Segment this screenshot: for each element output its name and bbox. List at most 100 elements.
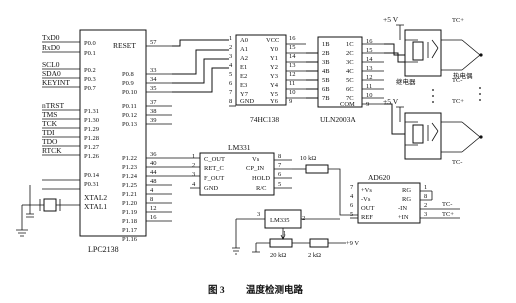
relay-2-coil	[412, 124, 424, 144]
mcu-name: LPC2138	[88, 245, 119, 254]
decoder-pinnum-2: 2	[229, 44, 232, 51]
decoder-pinnum-8: 8	[229, 98, 232, 105]
crystal-oscillator	[16, 179, 80, 237]
mcu-pin-reset: RESET	[113, 41, 136, 50]
driver-pin-3c: 3C	[346, 59, 354, 66]
decoder-name: 74HC138	[250, 115, 279, 124]
pot-20k	[269, 238, 293, 248]
tc-plus-2: TC+	[452, 98, 464, 105]
mcu-pin-p1-18: P1.18	[122, 218, 137, 225]
caption-title: 温度检测电路	[246, 284, 304, 296]
decoder-pin-vcc: VCC	[266, 37, 279, 44]
mcu-right-bottom: P1.22 P1.23 P1.24 P1.25 P1.21 P1.20 P1.1…	[122, 151, 172, 243]
driver-pin-7b: 7B	[322, 95, 330, 102]
mcu-pin-p1-16: P1.16	[122, 236, 138, 243]
driver-pin-6c: 6C	[346, 86, 354, 93]
tc-minus-2: TC-	[452, 159, 462, 166]
resistor-10k: 10 kΩ	[300, 155, 358, 216]
mcu-pin-p1-30: P1.30	[84, 117, 99, 124]
decoder-pinnum-16: 16	[289, 35, 296, 42]
decoder-pin-e2: E2	[240, 73, 247, 80]
v2f-pin-f-out: F_OUT	[204, 175, 224, 182]
signal-tdi: TDI	[42, 128, 55, 137]
pot-20k-label: 20 kΩ	[270, 252, 286, 259]
driver-pin-2b: 2B	[322, 50, 330, 57]
mcu-pin-p1-17: P1.17	[122, 227, 138, 234]
v2f-pin-vs: Vs	[252, 156, 260, 163]
tc-plus-1: TC+	[452, 17, 464, 24]
caption-figure-no: 图 3	[208, 285, 225, 296]
mcu-pin-p0-12: P0.12	[122, 112, 137, 119]
relay-label: 继电器	[396, 77, 416, 86]
driver-pin-5c: 5C	[346, 77, 354, 84]
decoder-pin-y3: Y3	[270, 73, 278, 80]
mcu-pinnum-16: 16	[150, 214, 157, 221]
decoder-pinnum-13: 13	[289, 62, 296, 69]
crystal-body	[43, 198, 57, 212]
amp-body	[357, 182, 421, 224]
mcu-pinnum-38: 38	[150, 108, 157, 115]
amp-pinnum-3: 3	[424, 211, 427, 218]
mcu-pin-p0-3: P0.3	[84, 76, 96, 83]
v2f-pin-gnd: GND	[204, 185, 218, 192]
amp-pin-in-pos: +IN	[398, 214, 409, 221]
decoder-pin-a0: A0	[240, 37, 248, 44]
v2f-name: LM331	[228, 143, 251, 152]
v2f-pin-hold: HOLD	[252, 175, 270, 182]
decoder-pinnum-6: 6	[229, 80, 233, 87]
signal-sda0: SDA0	[42, 69, 61, 78]
amp-pin-in-neg: -IN	[398, 205, 407, 212]
mcu-pinnum-8: 8	[150, 196, 153, 203]
decoder-pin-a2: A2	[240, 55, 248, 62]
mcu-body	[79, 29, 147, 237]
mcu-pinnum-36: 36	[150, 151, 157, 158]
signal-ntrst: nTRST	[42, 101, 65, 110]
converter-lm331: LM331 C_OUT RET_C F_OUT GND Vs CP_IN HOL…	[172, 143, 306, 196]
tc-junction-1	[479, 53, 483, 57]
r-10k-label: 10 kΩ	[300, 155, 316, 162]
signal-scl0: SCL0	[42, 60, 60, 69]
driver-pinnum-15: 15	[366, 47, 373, 54]
thermocouple-label: 热电偶	[453, 71, 473, 80]
relay-1-coil	[412, 41, 424, 61]
amp-pinnum-5: 5	[350, 211, 353, 218]
decoder-pinnum-4: 4	[229, 62, 233, 69]
mcu-right-top: RESET P0.8 P0.9 P0.10 P0.11 P0.12 P0.13 …	[113, 39, 172, 128]
signal-tms: TMS	[42, 110, 57, 119]
supply-9v: +9 V	[346, 240, 359, 247]
amp-pinnum-8: 8	[424, 193, 427, 200]
decoder-pin-y5: Y5	[270, 91, 278, 98]
mcu-pin-p0-1: P0.1	[84, 50, 96, 57]
mcu-pin-p0-13: P0.13	[122, 121, 137, 128]
driver-pin-6b: 6B	[322, 86, 330, 93]
driver-pinnum-14: 14	[366, 56, 373, 63]
mcu-pinnum-35: 35	[150, 85, 157, 92]
tc-minus-1: TC-	[452, 77, 462, 84]
driver-body	[317, 36, 363, 108]
decoder-pin-y1: Y1	[270, 55, 278, 62]
mcu-pinnum-4: 4	[150, 187, 154, 194]
decoder-pinnum-14: 14	[289, 53, 296, 60]
v2f-pinnum-4: 4	[192, 181, 196, 188]
mcu-pinnum-39: 39	[150, 117, 157, 124]
decoder-pinnum-5: 5	[229, 71, 232, 78]
sensor-pin-3: 3	[257, 211, 260, 218]
mcu-pinnum-48: 48	[150, 178, 157, 185]
amp-input-tc-plus: TC+	[442, 211, 454, 218]
mcu-pin-p0-9: P0.9	[122, 80, 134, 87]
ellipsis-dot	[479, 87, 481, 89]
decoder-to-driver-wires	[306, 52, 318, 99]
mcu-pin-p1-25: P1.25	[122, 182, 137, 189]
amplifier-ad620: AD620 +Vs -Vs OUT REF RG RG -IN +IN 7 4 …	[350, 173, 460, 224]
mcu-pin-p1-26: P1.26	[84, 153, 100, 160]
amp-pin-out: OUT	[361, 205, 374, 212]
v2f-pin-c-out: C_OUT	[204, 156, 225, 163]
v2f-pin-ret-c: RET_C	[204, 165, 224, 172]
sensor-pin-2: 2	[302, 215, 305, 222]
v2f-pinnum-1: 1	[192, 153, 195, 160]
ellipsis-dot	[432, 95, 434, 97]
driver-pin-1b: 1B	[322, 41, 330, 48]
v2f-pinnum-8: 8	[278, 153, 281, 160]
mcu-pin-p1-31: P1.31	[84, 108, 99, 115]
mcu-pin-p0-14: P0.14	[84, 172, 100, 179]
